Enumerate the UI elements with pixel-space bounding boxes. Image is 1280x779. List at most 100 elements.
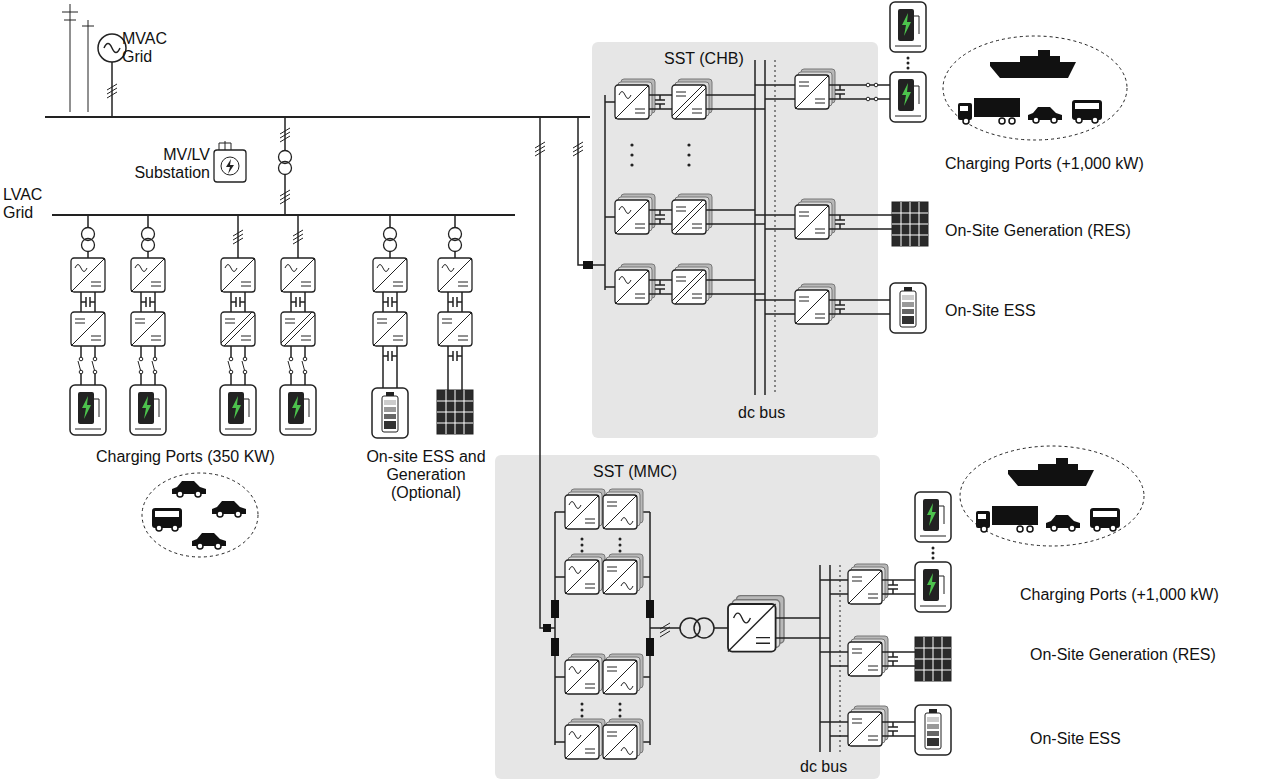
port-label: Charging Ports (350 KW) bbox=[96, 448, 275, 466]
charger-column bbox=[138, 346, 157, 385]
chb-cells bbox=[687, 143, 690, 146]
output-converters bbox=[848, 570, 882, 604]
mv-transformer bbox=[650, 627, 728, 629]
label-holder: On-site ESS and Generation (Optional) bbox=[350, 448, 502, 502]
output-converters bbox=[907, 57, 910, 60]
charger-column bbox=[71, 258, 105, 292]
label-holder: Charging Ports (350 KW) bbox=[96, 448, 275, 466]
output-converters bbox=[795, 290, 829, 324]
charger-column bbox=[81, 292, 95, 312]
bus-label: dc bus bbox=[800, 758, 847, 776]
output-converters bbox=[866, 83, 870, 87]
label-holder: On-Site Generation (RES) bbox=[945, 222, 1131, 240]
charger-column bbox=[131, 258, 165, 292]
output-converters bbox=[874, 83, 878, 87]
ac-source bbox=[98, 34, 126, 62]
dc-bus-lines bbox=[755, 60, 775, 395]
ess-column bbox=[384, 228, 397, 252]
pv-column bbox=[448, 346, 462, 366]
central-converter bbox=[728, 596, 784, 652]
substation bbox=[214, 117, 292, 215]
output-converters bbox=[820, 580, 848, 736]
ac-source bbox=[107, 84, 117, 98]
output-converters bbox=[798, 69, 835, 106]
mmc-arms bbox=[555, 512, 650, 745]
mmc-arms bbox=[581, 538, 584, 541]
feeder bbox=[540, 117, 555, 628]
mmc-arms bbox=[568, 489, 605, 526]
feeder bbox=[573, 117, 605, 269]
vehicle-group bbox=[1072, 100, 1102, 123]
substation-label: MV/LV Substation bbox=[116, 146, 210, 182]
ess-column bbox=[383, 366, 397, 388]
mmc-arms bbox=[551, 600, 559, 618]
mmc-arms bbox=[565, 495, 599, 529]
sst-panel: SST (MMC) bbox=[495, 455, 880, 779]
charger-column bbox=[82, 228, 95, 252]
output-converters bbox=[755, 85, 795, 314]
feeder bbox=[535, 117, 555, 632]
pv-column bbox=[449, 228, 462, 252]
substation bbox=[284, 117, 286, 150]
output-converters bbox=[851, 706, 888, 743]
charger-column bbox=[281, 312, 315, 346]
dc-bus-lines bbox=[840, 565, 841, 752]
ess-column bbox=[372, 388, 408, 438]
chb-cells bbox=[618, 264, 655, 301]
chb-cells bbox=[675, 79, 712, 116]
vehicle-group bbox=[1028, 107, 1062, 123]
output-converters bbox=[755, 2, 928, 333]
mmc-arms bbox=[606, 654, 643, 691]
chb-cells bbox=[618, 79, 655, 116]
output-converters bbox=[820, 492, 951, 755]
mmc-arms bbox=[603, 495, 637, 529]
output-converters bbox=[932, 547, 935, 550]
mmc-arms bbox=[606, 489, 643, 526]
pv-column bbox=[437, 215, 473, 434]
generation-label: On-Site Generation (RES) bbox=[945, 222, 1131, 240]
output-converters bbox=[915, 492, 951, 542]
charger-column bbox=[228, 346, 247, 385]
substation bbox=[280, 190, 290, 204]
chb-cells bbox=[615, 85, 649, 119]
chb-cells bbox=[672, 200, 706, 234]
chb-cells bbox=[687, 153, 690, 156]
lv-bus bbox=[52, 214, 515, 216]
substation bbox=[280, 128, 290, 142]
mmc-arms bbox=[581, 703, 584, 706]
pv-column bbox=[437, 390, 473, 434]
vehicle-group bbox=[960, 446, 1144, 546]
panel-heading: SST (CHB) bbox=[664, 50, 744, 68]
charger-column bbox=[220, 385, 256, 435]
dc-bus-lines bbox=[820, 565, 840, 752]
output-converters bbox=[829, 85, 852, 99]
mmc-arms bbox=[551, 638, 559, 656]
mmc-arms bbox=[568, 554, 605, 591]
chb-cells bbox=[618, 194, 655, 231]
charger-column bbox=[131, 312, 165, 346]
chb-cells bbox=[615, 270, 649, 304]
output-converters bbox=[795, 75, 829, 109]
mv-transformer bbox=[660, 623, 670, 637]
output-converters bbox=[851, 564, 888, 601]
feeder bbox=[578, 117, 605, 265]
mmc-arms bbox=[551, 489, 654, 759]
mmc-arms bbox=[565, 560, 599, 594]
bus-label: dc bus bbox=[738, 404, 785, 422]
charger-column bbox=[280, 385, 316, 435]
label-holder: On-Site Generation (RES) bbox=[1030, 646, 1216, 664]
chb-cells bbox=[630, 163, 633, 166]
central-converter bbox=[728, 604, 776, 652]
mmc-arms bbox=[619, 703, 622, 706]
output-converters bbox=[915, 705, 951, 755]
output-converters bbox=[932, 557, 935, 560]
output-converters bbox=[798, 284, 835, 321]
output-converters bbox=[905, 580, 915, 736]
ess-column bbox=[383, 292, 397, 312]
output-converters bbox=[798, 199, 835, 236]
vehicle-group bbox=[152, 508, 182, 531]
charger-column bbox=[221, 258, 255, 292]
feeder bbox=[573, 142, 583, 156]
feeder bbox=[543, 624, 551, 632]
